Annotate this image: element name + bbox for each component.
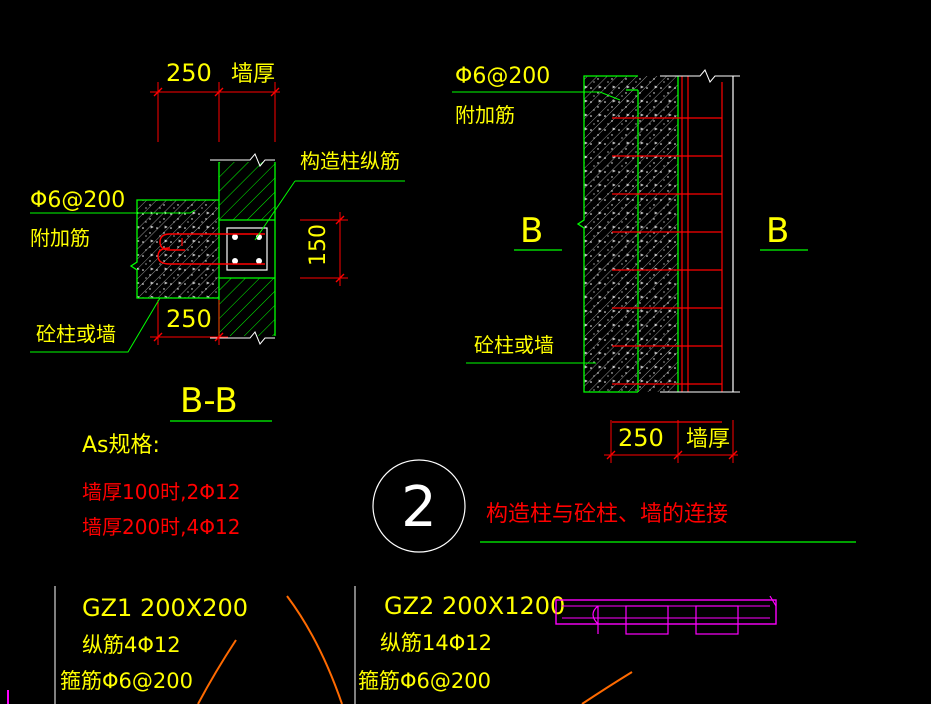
gz2-orange-line — [581, 671, 633, 704]
right-base-label: 砼柱或墙 — [474, 333, 554, 357]
left-base-label: 砼柱或墙 — [36, 322, 116, 346]
right-cut-label-right: B — [766, 211, 789, 251]
gz1-stirrup: 箍筋Φ6@200 — [60, 669, 193, 693]
right-additional-rebars — [612, 117, 722, 423]
detail-number-circle — [372, 459, 466, 553]
gz1-title: GZ1 200X200 — [82, 594, 248, 622]
as-spec-title: As规格: — [82, 433, 160, 458]
left-column-rebar-label: 构造柱纵筋 — [300, 149, 400, 173]
left-dim-wall-top: 墙厚 — [231, 62, 275, 87]
elevation-detail: Φ6@200 附加筋 B B 砼柱或墙 250 墙厚 — [452, 64, 808, 463]
as-spec-line2: 墙厚200时,4Φ12 — [82, 515, 240, 539]
detail-title: 构造柱与砼柱、墙的连接 — [486, 502, 728, 527]
right-bottom-dimension — [604, 420, 738, 463]
detail-marker: 2 构造柱与砼柱、墙的连接 — [372, 459, 856, 553]
gz1-orange-line-a — [286, 595, 343, 704]
gz2-section-sketch — [555, 595, 777, 635]
right-cut-label-left: B — [520, 211, 543, 251]
left-150-dimension — [300, 212, 348, 286]
section-b-b-detail: 250 墙厚 Φ6@200 附加筋 构造柱纵筋 150 250 砼柱或墙 B-B — [30, 59, 405, 422]
column-schedule: GZ1 200X200 纵筋4Φ12 箍筋Φ6@200 GZ2 200X1200… — [7, 586, 777, 704]
gz2-stirrup: 箍筋Φ6@200 — [358, 669, 491, 693]
detail-number: 2 — [401, 475, 437, 540]
left-dim-250-bottom: 250 — [166, 305, 212, 333]
left-rebar-spec: Φ6@200 — [30, 188, 125, 213]
gz2-title: GZ2 200X1200 — [384, 592, 565, 620]
right-rebar-spec: Φ6@200 — [455, 64, 550, 89]
gz2-main-rebar: 纵筋14Φ12 — [380, 631, 492, 655]
right-leaders — [452, 91, 808, 364]
left-brick-wall — [210, 153, 276, 345]
section-b-b-label: B-B — [180, 381, 238, 421]
gz1-orange-line-b — [197, 639, 237, 704]
left-dim-150: 150 — [306, 224, 331, 266]
right-concrete-column — [576, 75, 678, 393]
left-bottom-dimension — [150, 300, 228, 345]
left-rebar-name: 附加筋 — [30, 226, 90, 250]
right-rebar-name: 附加筋 — [455, 103, 515, 127]
right-brick-wall — [660, 69, 740, 393]
left-additional-rebar — [157, 233, 265, 265]
gz1-main-rebar: 纵筋4Φ12 — [82, 633, 181, 657]
left-top-dimension — [150, 82, 280, 142]
left-dim-250-top: 250 — [166, 59, 212, 87]
right-dim-250: 250 — [618, 424, 664, 452]
as-spec-note: As规格: 墙厚100时,2Φ12 墙厚200时,4Φ12 — [82, 433, 240, 539]
right-dim-wall: 墙厚 — [686, 427, 730, 452]
left-leaders — [30, 180, 405, 353]
left-column-rebar-cage — [226, 227, 268, 271]
left-concrete-block — [129, 199, 219, 299]
as-spec-line1: 墙厚100时,2Φ12 — [82, 480, 240, 504]
